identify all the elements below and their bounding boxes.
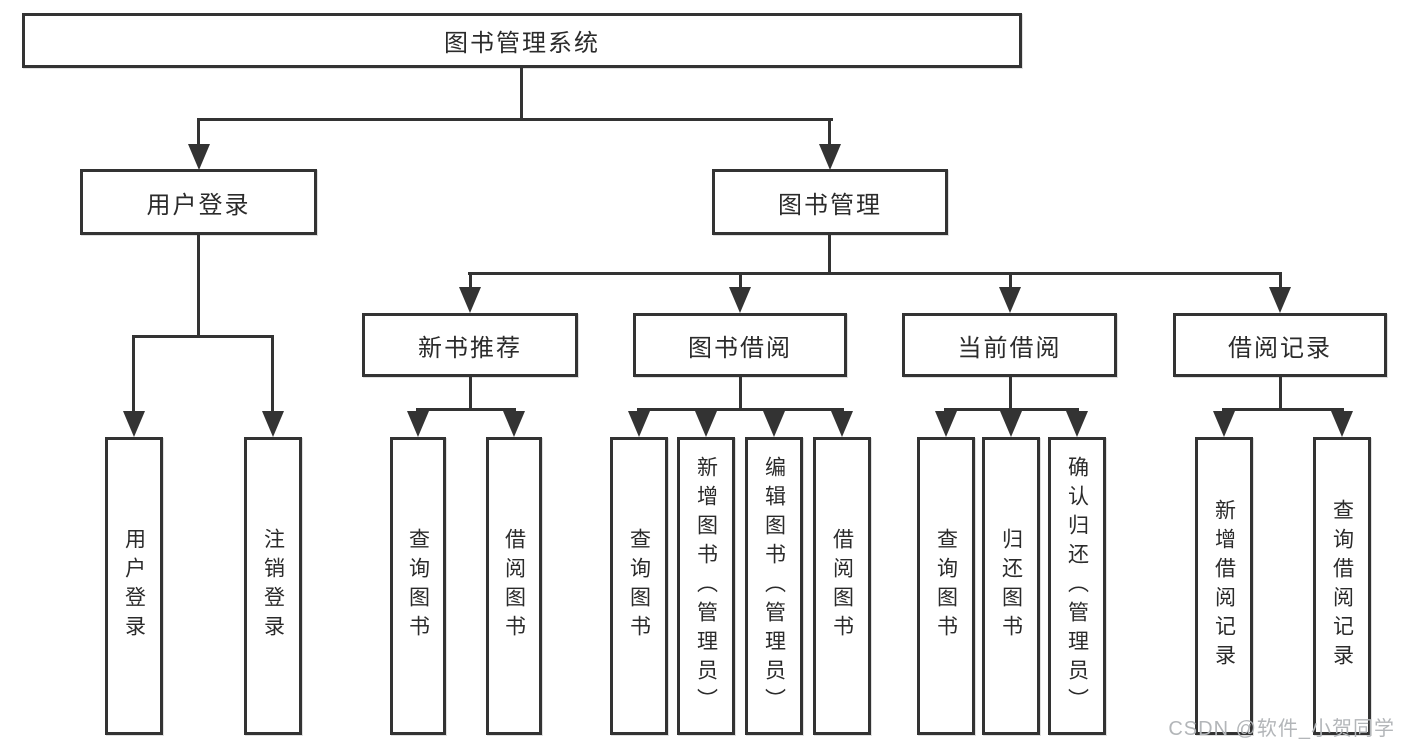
leaf-br-add-record: 新增借阅记录 [1195,437,1253,735]
node-book-mgmt: 图书管理 [712,169,948,235]
node-root: 图书管理系统 [22,13,1022,68]
edge-new-book-rec-bar [416,408,516,411]
node-borrow-records: 借阅记录 [1173,313,1387,377]
arrowhead-icon [123,411,145,437]
edge-to-book-mgmt [828,118,831,150]
edge-book-borrow-bar [637,408,844,411]
arrowhead-icon [628,411,650,437]
arrowhead-icon [1066,411,1088,437]
node-current-borrow: 当前借阅 [902,313,1117,377]
leaf-cb-query-book: 查询图书 [917,437,975,735]
leaf-user-login: 用户登录 [105,437,163,735]
edge-book-mgmt-bar [468,272,1282,275]
edge-borrow-records-stem [1279,377,1282,411]
node-book-borrow: 图书借阅 [633,313,847,377]
edge-new-book-rec-stem [469,377,472,411]
leaf-cb-return-book: 归还图书 [982,437,1040,735]
arrowhead-icon [1269,287,1291,313]
leaf-bb-add-book: 新增图书（管理员） [677,437,735,735]
leaf-bb-query-book: 查询图书 [610,437,668,735]
arrowhead-icon [407,411,429,437]
edge-to-leaf-logout [271,335,274,415]
arrowhead-icon [188,144,210,170]
arrowhead-icon [262,411,284,437]
edge-book-borrow-stem [739,377,742,411]
leaf-bb-edit-book: 编辑图书（管理员） [745,437,803,735]
arrowhead-icon [459,287,481,313]
arrowhead-icon [999,287,1021,313]
leaf-nbr-borrow-book: 借阅图书 [486,437,542,735]
leaf-br-query-record: 查询借阅记录 [1313,437,1371,735]
edge-current-borrow-stem [1009,377,1012,411]
edge-to-user-login [197,118,200,150]
arrowhead-icon [695,411,717,437]
edge-to-borrow-records [1279,272,1282,292]
edge-to-leaf-user-login [132,335,135,415]
edge-to-book-borrow [739,272,742,292]
leaf-bb-borrow-book: 借阅图书 [813,437,871,735]
arrowhead-icon [729,287,751,313]
arrowhead-icon [503,411,525,437]
leaf-nbr-query-book: 查询图书 [390,437,446,735]
edge-book-mgmt-stem [828,235,831,275]
arrowhead-icon [819,144,841,170]
leaf-logout: 注销登录 [244,437,302,735]
node-new-book-rec: 新书推荐 [362,313,578,377]
arrowhead-icon [763,411,785,437]
edge-root-stem [520,68,523,118]
edge-to-current-borrow [1009,272,1012,292]
arrowhead-icon [1331,411,1353,437]
arrowhead-icon [1213,411,1235,437]
edge-to-new-book-rec [469,272,472,292]
edge-borrow-records-bar [1222,408,1344,411]
arrowhead-icon [935,411,957,437]
arrowhead-icon [1000,411,1022,437]
csdn-watermark: CSDN @软件_小贺同学 [1168,718,1395,740]
node-user-login: 用户登录 [80,169,317,235]
edge-root-bar [197,118,833,121]
leaf-cb-confirm-return: 确认归还（管理员） [1048,437,1106,735]
edge-user-login-stem [197,235,200,338]
edge-user-login-bar [132,335,274,338]
arrowhead-icon [831,411,853,437]
